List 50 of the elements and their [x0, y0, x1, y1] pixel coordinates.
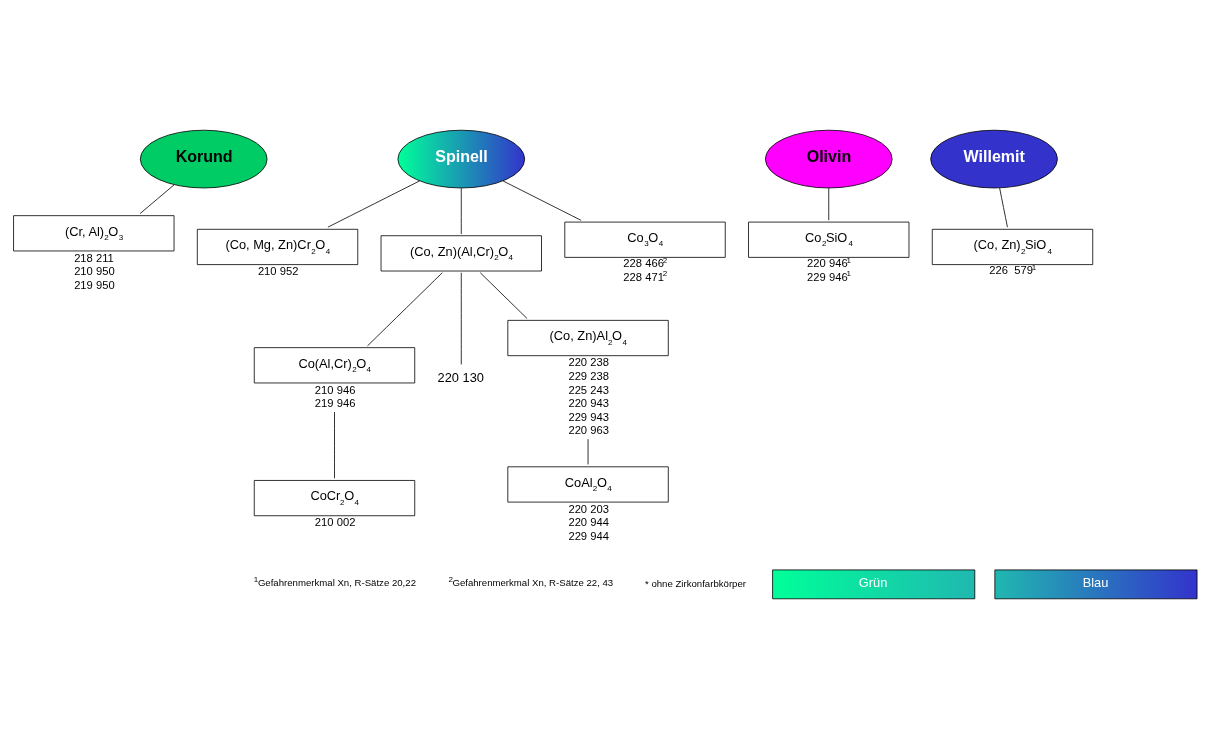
connector: [367, 272, 443, 347]
node-box: (Cr, Al)$_{2}$O$_{3}$: [13, 215, 175, 252]
node-label: 210 946: [314, 383, 356, 396]
node-label: 218 211: [74, 251, 114, 264]
label: $^{1}$Gefahrenmerkmal Xn, R-Sätze 20,22: [253, 574, 416, 589]
node-label: 228 471$^{2}$: [623, 269, 668, 283]
node-box: CoAl$_{2}$O$_{4}$: [507, 466, 669, 503]
node-label: 210 952: [257, 265, 299, 278]
node-text: 220 130: [437, 369, 484, 385]
node-label: 220 238: [568, 356, 609, 369]
connector: [999, 187, 1008, 228]
node-label: 229 946$^{1}$: [807, 269, 851, 283]
node-box: Co(Al,Cr)$_{2}$O$_{4}$: [253, 347, 416, 384]
node-label: 229 944: [568, 529, 609, 542]
node-label: 210 002: [314, 516, 356, 529]
node-label: 220 203: [568, 502, 609, 515]
node-box: (Co, Mg, Zn)Cr$_{2}$O$_{4}$: [196, 228, 359, 265]
node-label: 226 579$^{1}$: [989, 262, 1037, 277]
node-box: Co$_{3}$O$_{4}$: [564, 221, 726, 258]
label: Blau: [1082, 575, 1109, 591]
connector: [139, 184, 175, 214]
label: * ohne Zirkonfarbkörper: [645, 577, 746, 589]
node-box: CoCr$_{2}$O$_{4}$: [253, 480, 416, 517]
node-ellipse: Spinell: [397, 129, 526, 189]
node-label: 219 946: [314, 397, 356, 410]
node-label: 229 238: [568, 369, 609, 382]
node-label: 210 950: [74, 265, 115, 278]
label: $^{2}$Gefahrenmerkmal Xn, R-Sätze 22, 43: [448, 574, 614, 589]
node-box: Co$_{2}$SiO$_{4}$: [748, 221, 910, 258]
connector: [479, 272, 528, 319]
connector: [460, 187, 462, 235]
label: Grün: [858, 575, 888, 591]
node-ellipse: Willemit: [930, 129, 1058, 189]
node-ellipse: Olivin: [764, 129, 893, 189]
node-label: 220 943: [568, 397, 609, 410]
node-label: 220 963: [568, 424, 609, 437]
node-label: 229 943: [568, 410, 609, 423]
node-ellipse: Korund: [139, 129, 268, 189]
node-label: 228 466$^{2}$: [623, 255, 668, 270]
node-box: (Co, Zn)Al$_{2}$O$_{4}$: [507, 319, 669, 357]
connector: [334, 411, 335, 479]
connector: [828, 187, 830, 221]
node-label: 220 944: [568, 516, 609, 529]
node-label: 220 946$^{1}$: [807, 255, 851, 270]
node-label: 219 950: [74, 278, 115, 291]
connector: [327, 180, 420, 228]
node-box: (Co, Zn)$_{2}$SiO$_{4}$: [931, 228, 1094, 265]
node-box: (Co, Zn)(Al,Cr)$_{2}$O$_{4}$: [380, 235, 542, 272]
node-label: 225 243: [568, 383, 609, 396]
connector: [502, 180, 582, 221]
